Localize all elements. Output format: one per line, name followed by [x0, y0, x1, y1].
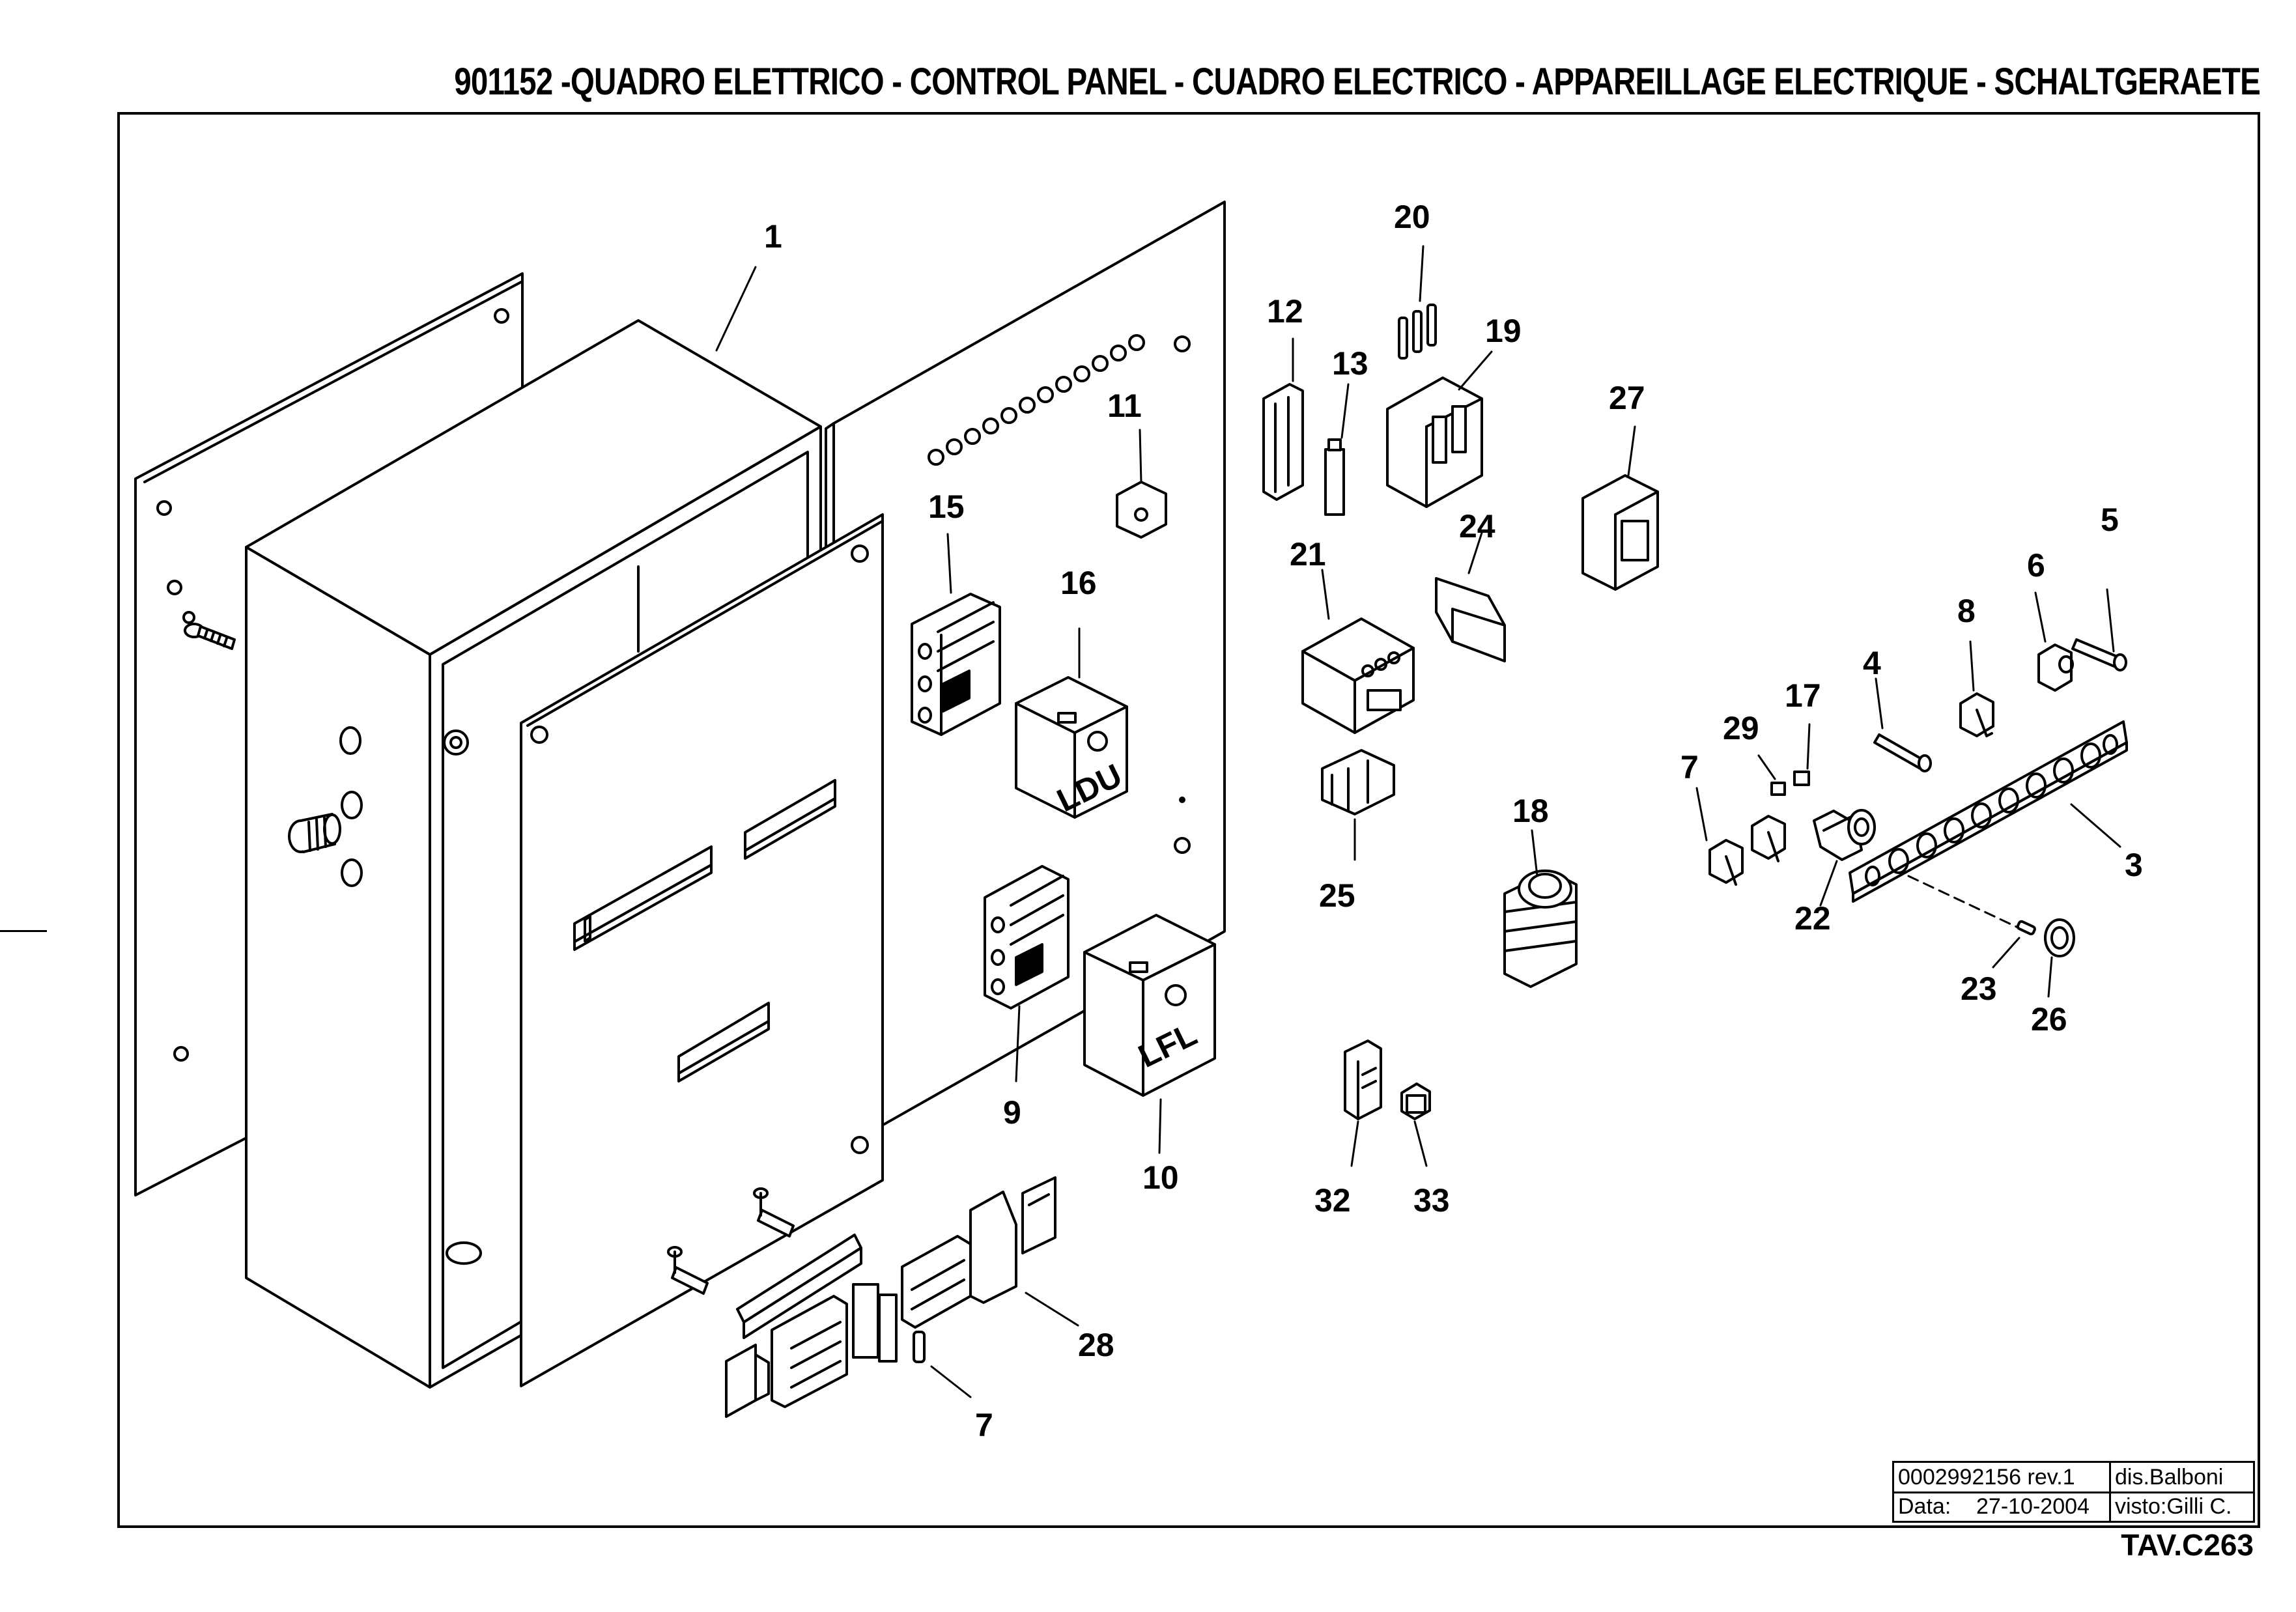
- item-3-switch-strip: [1849, 720, 2128, 903]
- standoff-spacers: [667, 1187, 795, 1295]
- item-20-fuses: [1398, 245, 1437, 360]
- item-8-toggle-switch: [1959, 640, 1994, 737]
- callout-20: 20: [1394, 199, 1430, 235]
- callout-13: 13: [1332, 345, 1368, 382]
- callout-7-fuse: 7: [975, 1407, 993, 1443]
- item-24-auxiliary-contact: [1435, 531, 1506, 662]
- margin-fold-mark: [0, 930, 47, 932]
- callout-labels: 1 3 4 5 6 7 7 8 9 10 11 12 13 15 16 17 1…: [764, 199, 2143, 1443]
- callout-8: 8: [1957, 593, 1976, 629]
- callout-33: 33: [1413, 1182, 1450, 1219]
- callout-3: 3: [2125, 847, 2143, 883]
- item-32-connector: [1344, 1039, 1382, 1167]
- callout-27: 27: [1609, 380, 1645, 416]
- designer-name: dis.Balboni: [2115, 1465, 2224, 1490]
- callout-22: 22: [1794, 900, 1831, 937]
- callout-12: 12: [1267, 293, 1303, 330]
- fuse-bottom: [913, 1331, 972, 1398]
- leader-1: [715, 266, 757, 352]
- callout-17: 17: [1785, 677, 1821, 714]
- callout-15: 15: [928, 488, 965, 525]
- item-9-flame-control-base: [984, 865, 1070, 1082]
- item-4-indicator-lamp: [1873, 677, 1932, 772]
- drawing-number: 0002992156 rev.1: [1898, 1465, 2075, 1490]
- callout-18: 18: [1512, 793, 1549, 829]
- callout-23: 23: [1961, 970, 1997, 1007]
- drawing-title: 901152 -QUADRO ELETTRICO - CONTROL PANEL…: [454, 61, 2261, 103]
- item-22-lamp-holder: [1813, 809, 1876, 907]
- front-door-panel: [520, 513, 884, 1387]
- terminal-blocks: [725, 1176, 1056, 1418]
- item-18-rotary-switch: [1503, 829, 1578, 988]
- item-13-fuse-holder: [1324, 383, 1350, 516]
- drawing-date: 27-10-2004: [1976, 1494, 2090, 1519]
- item-6-switch: [2034, 591, 2074, 692]
- item-17-small-part: [1793, 723, 1811, 786]
- item-23-bulb: [1907, 875, 2036, 969]
- callout-25: 25: [1319, 877, 1355, 914]
- callout-21: 21: [1290, 536, 1326, 573]
- date-label: Data:: [1898, 1494, 1951, 1519]
- din-rail-lower: [677, 1002, 770, 1082]
- item-25-terminal-connector: [1321, 749, 1395, 861]
- callout-7-switches: 7: [1680, 749, 1699, 785]
- title-block: 0002992156 rev.1 dis.Balboni Data: 27-10…: [1892, 1461, 2255, 1523]
- item-21-contactor: [1301, 569, 1415, 734]
- item-26-lens-cap: [2044, 918, 2075, 998]
- callout-6: 6: [2027, 547, 2045, 584]
- item-19-circuit-breaker: [1386, 350, 1493, 508]
- checked-by: visto:Gilli C.: [2115, 1494, 2232, 1519]
- din-rail-loose: [736, 1234, 862, 1339]
- item-5-indicator-lamp: [2071, 588, 2127, 672]
- callout-1: 1: [764, 218, 782, 255]
- item-7-toggle-switches: [1695, 787, 1786, 886]
- item-27-circuit-breaker: [1581, 425, 1659, 591]
- callout-16: 16: [1060, 565, 1097, 601]
- item-10-lfl-controller: [1083, 914, 1216, 1154]
- item-11-relay-base: [1116, 429, 1167, 539]
- item-12-din-clip: [1262, 337, 1304, 501]
- table-reference: TAV.C263: [2121, 1528, 2254, 1562]
- callout-11: 11: [1107, 388, 1142, 424]
- item-33-connector: [1400, 1082, 1431, 1167]
- title-block-row-divider: [1894, 1492, 2253, 1493]
- item-15-flame-control-base: [911, 533, 1001, 736]
- title-block-col-divider: [2109, 1463, 2111, 1521]
- din-rail-right: [744, 779, 836, 860]
- callout-4: 4: [1863, 645, 1881, 681]
- din-rail-upper: [573, 845, 713, 951]
- callout-19: 19: [1485, 313, 1522, 349]
- callout-32: 32: [1314, 1182, 1351, 1219]
- plate-screw: [184, 623, 236, 650]
- callout-24: 24: [1459, 508, 1495, 544]
- item-29-small-part: [1757, 754, 1786, 796]
- callout-5: 5: [2101, 502, 2119, 538]
- callout-28: 28: [1078, 1327, 1114, 1363]
- callout-29: 29: [1723, 710, 1759, 746]
- callout-10: 10: [1142, 1159, 1179, 1196]
- callout-9: 9: [1003, 1094, 1021, 1131]
- item-16-ldu-controller: [1015, 627, 1128, 819]
- callout-26: 26: [2031, 1001, 2067, 1038]
- drawing-frame: [117, 112, 2260, 1528]
